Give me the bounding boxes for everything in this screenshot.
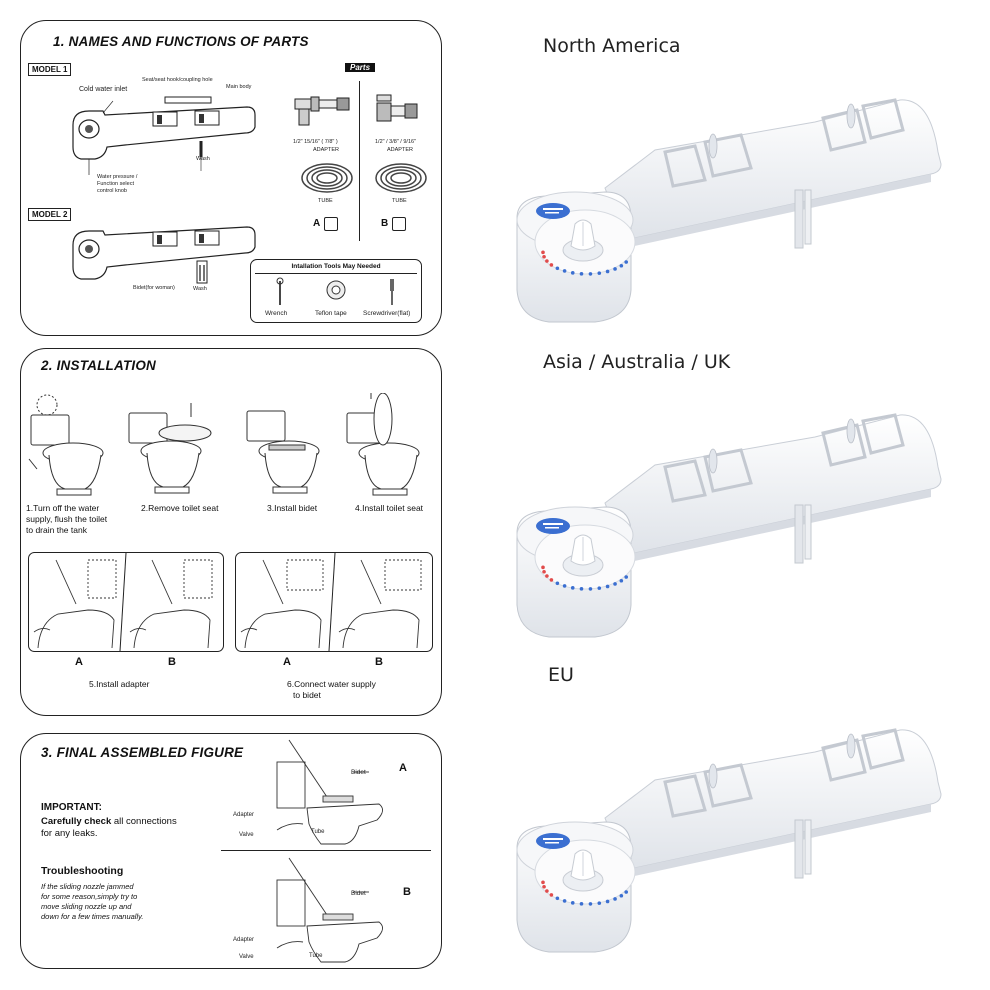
wrench-icon (276, 277, 284, 305)
step-2-text: 2.Remove toilet seat (141, 503, 219, 513)
figure-a-label: A (399, 762, 407, 774)
adapter-a-label: ADAPTER (313, 147, 339, 153)
step-1-text: 1.Turn off the water supply, flush the t… (26, 503, 136, 536)
adapter-a-drawing (294, 96, 350, 126)
bidet-product-asia (516, 413, 942, 638)
figure-divider (221, 850, 431, 851)
trouble-text: If the sliding nozzle jammed for some re… (41, 882, 143, 922)
adapter-b-label: ADAPTER (387, 147, 413, 153)
trouble-line-2: for some reason,simply try to (41, 892, 138, 901)
wash-2-label: Wash (193, 286, 207, 292)
check-line-1: Carefully check all connections (41, 816, 177, 827)
tube-a-coil (301, 163, 353, 193)
parts-title: 1. NAMES AND FUNCTIONS OF PARTS (53, 34, 309, 49)
adapter-b-sizes: 1/2" / 3/8" / 9/16" (375, 139, 417, 145)
step-1-line-2: supply, flush the toilet (26, 514, 108, 524)
step-1-line-1: 1.Turn off the water (26, 503, 100, 513)
wash-label: Wash (196, 156, 210, 162)
main-body-label: Main body (226, 84, 252, 90)
step-6-line-2: to bidet (293, 690, 321, 700)
option-a-checkbox[interactable] (324, 217, 338, 231)
teflon-label: Teflon tape (315, 310, 347, 317)
tube-a-label: TUBE (318, 198, 333, 204)
tube-label-b: Tube (309, 953, 323, 959)
knob-label-3: control knob (97, 188, 127, 194)
bidet-label-b: Bidet (351, 890, 366, 897)
figure-b-label: B (403, 886, 411, 898)
troubleshooting-heading: Troubleshooting (41, 865, 124, 877)
bidet-woman-label: Bidet(for woman) (133, 285, 175, 291)
tube-b-label: TUBE (392, 198, 407, 204)
check-rest: all connections (111, 816, 177, 827)
step-6-b: B (375, 656, 383, 668)
installation-steps-drawing (28, 393, 420, 496)
final-figure-panel: 3. FINAL ASSEMBLED FIGURE IMPORTANT: Car… (20, 733, 442, 969)
check-line-2: for any leaks. (41, 828, 98, 839)
model-1-tag: MODEL 1 (28, 63, 72, 76)
check-bold: Carefully check (41, 816, 112, 827)
seat-hook-label: Seat/seat hook/coupling hole (142, 77, 213, 83)
step-6-drawing (235, 552, 433, 652)
bidet-product-eu (516, 728, 942, 953)
option-a-label: A (313, 218, 321, 229)
adapter-label-a: Adapter (233, 812, 255, 818)
teflon-tape-icon (326, 280, 346, 300)
model-2-drawing (72, 226, 256, 284)
final-figure-b (276, 857, 383, 963)
adapter-a-sizes: 1/2" 15/16" ( 7/8" ) (293, 139, 338, 145)
valve-label-a: Valve (239, 832, 254, 838)
trouble-line-3: move sliding nozzle up and (41, 902, 132, 911)
step-5-a: A (75, 656, 83, 668)
final-title: 3. FINAL ASSEMBLED FIGURE (41, 745, 244, 760)
model-2-tag: MODEL 2 (28, 208, 72, 221)
step-3-text: 3.Install bidet (267, 503, 318, 513)
step-6-a: A (283, 656, 291, 668)
region-asia: Asia / Australia / UK (543, 351, 731, 373)
knob-label-2: Function select (97, 181, 134, 187)
screwdriver-icon (390, 279, 394, 305)
adapter-label-b: Adapter (233, 937, 255, 943)
region-eu: EU (548, 664, 574, 686)
parts-divider (359, 81, 360, 241)
tube-label-a: Tube (311, 829, 325, 835)
step-6-line-1: 6.Connect water supply (287, 679, 376, 689)
tools-title: Intallation Tools May Needed (291, 263, 381, 270)
cold-water-inlet-label: Cold water inlet (79, 86, 128, 93)
tube-b-coil (375, 163, 427, 193)
tools-box: Intallation Tools May Needed Wrench Tefl… (250, 259, 422, 323)
bidet-product-na (516, 98, 942, 323)
wrench-label: Wrench (265, 310, 288, 317)
important-heading: IMPORTANT: (41, 802, 102, 813)
option-b-label: B (381, 218, 389, 229)
tools-rule (255, 273, 417, 274)
step-5-drawing (28, 552, 224, 652)
adapter-b-drawing (376, 94, 418, 122)
step-5-b: B (168, 656, 176, 668)
parts-tag: Parts (345, 63, 376, 72)
trouble-line-4: down for a few times manually. (41, 912, 144, 921)
step-4-text: 4.Install toilet seat (355, 503, 424, 513)
region-north-america: North America (543, 35, 681, 57)
installation-panel: 2. INSTALLATION (20, 348, 442, 716)
trouble-line-1: If the sliding nozzle jammed (41, 882, 134, 891)
model-1-drawing (72, 96, 256, 175)
step-1-line-3: to drain the tank (26, 525, 87, 535)
step-5-text: 5.Install adapter (89, 679, 150, 689)
parts-panel: 1. NAMES AND FUNCTIONS OF PARTS MODEL 1 … (20, 20, 442, 336)
knob-label-1: Water pressure / (97, 174, 138, 180)
step-6-text: 6.Connect water supply to bidet (287, 679, 376, 701)
valve-label-b: Valve (239, 954, 254, 960)
installation-title: 2. INSTALLATION (41, 358, 156, 373)
screwdriver-label: Screwdriver(flat) (363, 310, 411, 317)
final-figure-a (276, 739, 383, 845)
option-b-checkbox[interactable] (392, 217, 406, 231)
bidet-label-a: Bidet (351, 769, 366, 776)
